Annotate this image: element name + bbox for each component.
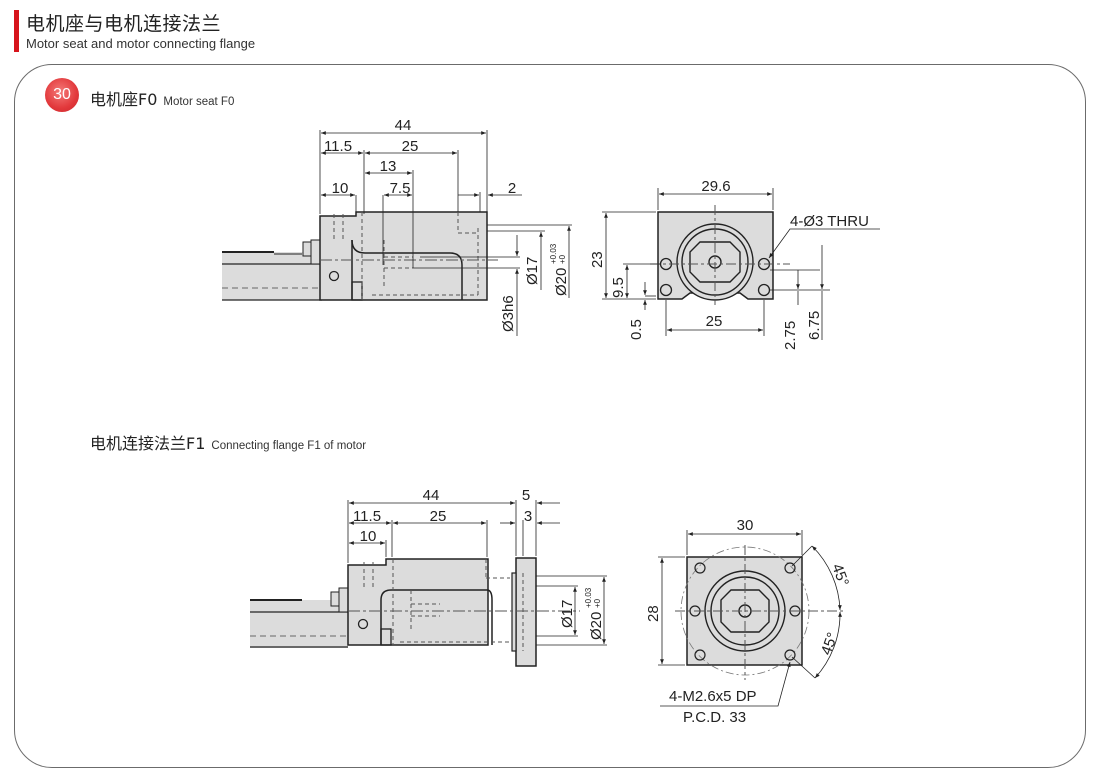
f0-dim-13: 13 xyxy=(380,158,397,175)
section-f1-title-en: Connecting flange F1 of motor xyxy=(211,440,367,452)
f1-dim-10: 10 xyxy=(360,528,377,545)
f0-dim-2: 2 xyxy=(508,180,516,197)
section-f1-title-cn: 电机连接法兰F1 xyxy=(90,434,206,453)
f0-dim-25: 25 xyxy=(402,138,419,155)
f0-dim-overall: 44 xyxy=(395,117,412,134)
f1-front-dims-text: 30 28 45° 45° 4-M2.6x5 DP P.C.D. 33 xyxy=(645,517,852,726)
content-panel xyxy=(14,64,1086,768)
section-number-badge: 30 xyxy=(45,78,79,112)
f1-dia-17: Ø17 xyxy=(559,600,576,628)
f0-side-view xyxy=(222,130,572,336)
f0-front-dims-text: 29.6 25 4-Ø3 THRU 23 9.5 0.5 2.75 6.75 xyxy=(589,178,869,350)
f1-tol-upper: +0.03 xyxy=(584,587,593,608)
header-accent-bar xyxy=(14,10,19,52)
section-f0-title-cn: 电机座F0 xyxy=(90,90,158,109)
f1-dim-overall: 44 xyxy=(423,487,440,504)
section-f0-title-en: Motor seat F0 xyxy=(163,96,235,108)
f0-front-view xyxy=(602,188,880,340)
f1-side-dims-text: 44 5 11.5 25 3 10 Ø17 Ø20 +0.03 +0 xyxy=(353,487,605,640)
f0-dia-3h6: Ø3h6 xyxy=(500,295,517,332)
page-title-cn: 电机座与电机连接法兰 xyxy=(26,13,222,35)
f0-dim-10: 10 xyxy=(332,180,349,197)
f0-dia-20: Ø20 xyxy=(553,268,570,296)
f1-tol-lower: +0 xyxy=(593,598,602,608)
f0-dim-2-75: 2.75 xyxy=(782,321,799,350)
f0-dim-6-75: 6.75 xyxy=(806,311,823,340)
f0-tol-upper: +0.03 xyxy=(549,243,558,264)
f1-pcd-note: P.C.D. 33 xyxy=(683,709,746,726)
section-f0-title: 电机座F0 Motor seat F0 xyxy=(90,86,234,110)
f0-dim-hole-spacing: 25 xyxy=(706,313,723,330)
f0-tol-lower: +0 xyxy=(558,254,567,264)
f0-side-dims-text: 44 11.5 25 13 10 7.5 2 Ø17 Ø20 +0.03 +0 … xyxy=(324,117,570,332)
f1-dim-25: 25 xyxy=(430,508,447,525)
f0-dim-width: 29.6 xyxy=(701,178,730,195)
f1-dim-width: 30 xyxy=(737,517,754,534)
f0-hole-note: 4-Ø3 THRU xyxy=(790,213,869,230)
f1-side-view xyxy=(250,500,607,667)
f1-angle-top: 45° xyxy=(828,562,852,589)
f1-angle-bottom: 45° xyxy=(818,630,842,657)
f0-dim-height: 23 xyxy=(589,251,606,268)
section-f1-title: 电机连接法兰F1 Connecting flange F1 of motor xyxy=(90,430,366,454)
f1-dim-11-5: 11.5 xyxy=(353,508,381,525)
f1-dim-height: 28 xyxy=(645,605,662,622)
f0-dim-7-5: 7.5 xyxy=(390,180,411,197)
f1-dim-flange-inner: 3 xyxy=(524,508,532,525)
page-title-en: Motor seat and motor connecting flange xyxy=(26,36,256,51)
f0-dim-9-5: 9.5 xyxy=(610,277,627,298)
f0-dim-0-5: 0.5 xyxy=(628,319,645,340)
f0-dia-17: Ø17 xyxy=(524,257,541,285)
f1-front-view xyxy=(658,530,845,707)
f0-dim-11-5: 11.5 xyxy=(324,138,352,155)
f1-thread-note: 4-M2.6x5 DP xyxy=(669,688,757,705)
f1-dim-flange: 5 xyxy=(522,487,530,504)
f1-dia-20: Ø20 xyxy=(588,612,605,640)
